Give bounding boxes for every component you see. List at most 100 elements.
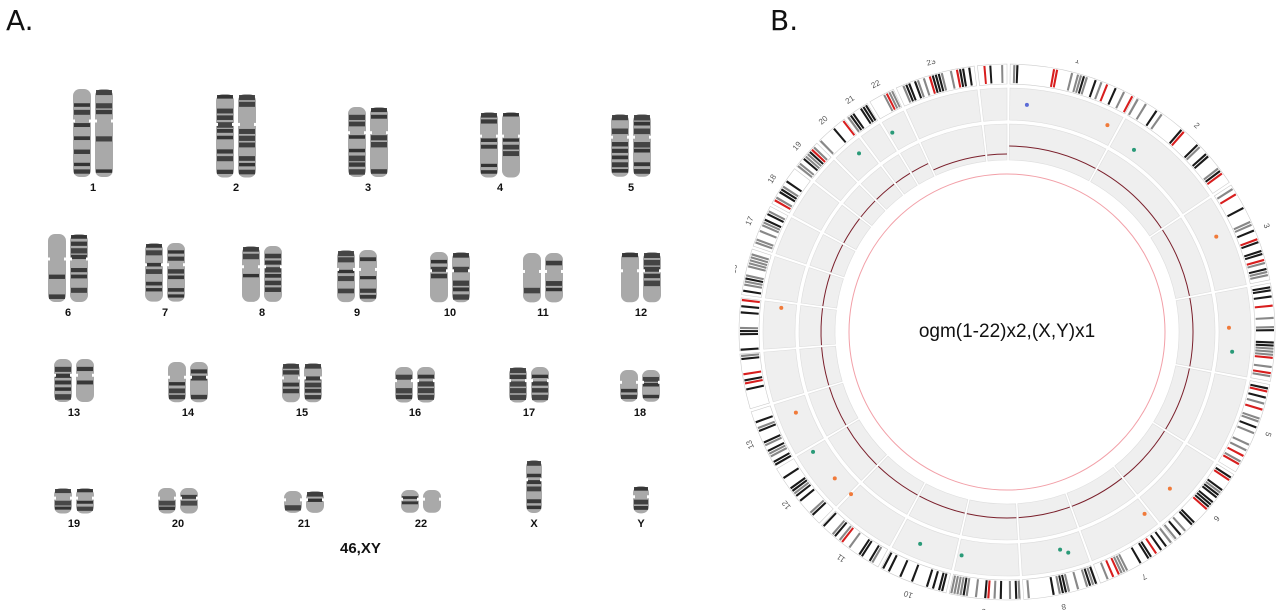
ideogram-band [1243, 249, 1262, 258]
ideogram-band [887, 554, 898, 572]
ideogram-band [803, 157, 819, 172]
ideogram-band [842, 120, 856, 136]
chromosome-10 [429, 251, 471, 302]
ideogram-band [740, 333, 759, 336]
ideogram-band [750, 256, 769, 264]
ideogram-band [1049, 68, 1056, 88]
ideogram-band [1138, 542, 1150, 560]
chromosome-label-Y: Y [637, 518, 645, 530]
chromosome-label-4: 4 [496, 182, 504, 194]
cn-track-chr-8 [1017, 493, 1078, 540]
chromosome-3 [347, 107, 389, 177]
ideogram-band [956, 576, 962, 595]
sv-dot [779, 305, 784, 310]
ideogram-band [744, 376, 763, 382]
copy-number-line [933, 154, 986, 171]
ideogram-band [799, 488, 815, 502]
panel-b-label: B. [770, 4, 799, 37]
ideogram-band [1113, 556, 1123, 574]
ideogram-band [1075, 75, 1083, 94]
ideogram-band [1055, 575, 1061, 594]
cn-track-chr-1 [1008, 123, 1107, 182]
circos-chr-label: 16 [735, 263, 739, 274]
ideogram-band [1255, 352, 1274, 356]
ideogram-band [755, 415, 774, 424]
sv-dot [849, 492, 854, 497]
ideogram-band [768, 210, 786, 221]
cn-track-chr-7 [1066, 466, 1136, 528]
ideogram-band [741, 298, 760, 304]
sv-dot [1226, 325, 1231, 330]
chromosome-17 [508, 366, 550, 402]
circos-chr-label: 7 [1139, 572, 1148, 582]
ideogram-band [741, 356, 760, 361]
ideogram-band [1049, 576, 1055, 596]
ideogram-band [999, 580, 1003, 599]
chromosome-label-11: 11 [537, 307, 549, 319]
sv-track-chr-3 [1183, 197, 1247, 292]
chromosome-label-10: 10 [443, 307, 457, 319]
ideogram-band [871, 546, 883, 564]
ideogram-band [740, 326, 759, 330]
cn-track-chr-24 [983, 123, 1008, 162]
ideogram-band [838, 525, 852, 541]
sv-track-chr-14 [763, 349, 805, 403]
cn-track-chr-23 [920, 125, 987, 176]
chromosome-11 [522, 252, 564, 302]
chromosome-label-15: 15 [295, 407, 309, 419]
ideogram-band [1255, 349, 1274, 353]
ideogram-band [891, 90, 901, 108]
chromosome-label-19: 19 [67, 518, 81, 530]
chromosome-20 [157, 487, 199, 513]
ideogram-band [1249, 270, 1268, 278]
ideogram-band [949, 70, 956, 89]
chromosome-label-8: 8 [258, 307, 266, 319]
chromosome-label-14: 14 [181, 407, 195, 419]
ideogram-band [1192, 496, 1208, 510]
cn-track-chr-3 [1150, 217, 1212, 299]
chromosome-7 [144, 243, 186, 302]
ideogram-band [859, 107, 872, 125]
ideogram-band [989, 65, 993, 84]
sv-track-chr-15 [762, 300, 798, 350]
ideogram-band [974, 579, 980, 598]
ideogram-band [1249, 386, 1268, 393]
chromosome-2 [215, 93, 257, 177]
ideogram-band [1255, 343, 1274, 347]
ideogram-band [1145, 537, 1158, 555]
ideogram-band [882, 552, 893, 570]
ideogram-band [865, 104, 877, 122]
ideogram-band [1154, 531, 1167, 548]
copy-number-line [830, 244, 844, 273]
copy-number-line [919, 495, 965, 514]
ideogram-band [1115, 91, 1126, 109]
ideogram-band [780, 188, 798, 200]
circos-chr-label: 20 [817, 114, 830, 127]
ideogram-band [1180, 508, 1195, 524]
circos-chr-label: 5 [1263, 431, 1273, 439]
ideogram-band [1198, 489, 1214, 504]
chromosome-19 [53, 487, 95, 513]
ideogram-band [847, 116, 860, 133]
ideogram-band [1080, 76, 1088, 95]
ideogram-band [899, 559, 909, 578]
ideogram-band [834, 521, 848, 537]
ideogram-band [993, 580, 997, 599]
chromosome-1 [72, 89, 114, 177]
ideogram-band [833, 127, 847, 143]
sv-dot [1058, 547, 1063, 552]
sv-track-chr-21 [860, 123, 897, 163]
chromosome-label-21: 21 [297, 518, 311, 530]
ideogram-band [744, 280, 763, 286]
ideogram-band [764, 436, 782, 447]
ideogram-band [1061, 574, 1068, 593]
ideogram-band [1248, 267, 1267, 275]
ideogram-band [768, 444, 786, 455]
ideogram-band [1215, 466, 1232, 479]
sv-track-chr-17 [775, 217, 821, 265]
copy-number-line [1189, 297, 1194, 367]
ideogram-band [1241, 414, 1259, 423]
copy-number-line [1097, 169, 1162, 229]
ideogram-band [1203, 483, 1220, 496]
ideogram-band [1248, 392, 1267, 399]
